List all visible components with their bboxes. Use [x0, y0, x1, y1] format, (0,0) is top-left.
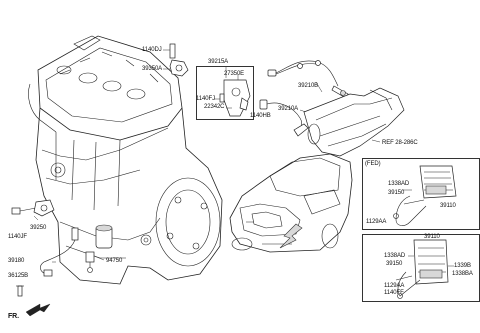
label-36125b: 36125B [8, 273, 29, 279]
label-1339b: 1339B [454, 263, 471, 269]
label-1140fj: 1140FJ [196, 96, 215, 102]
knock-sensor [11, 199, 55, 221]
oxygen-sensor-front [267, 60, 349, 99]
label-1129aa-std: 1129AA [384, 283, 405, 289]
front-direction-arrow [25, 303, 51, 317]
label-1140jf: 1140JF [8, 234, 27, 240]
label-39150-std: 39150 [386, 261, 403, 267]
label-39110-fed: 39110 [440, 203, 456, 209]
label-1338ad-std: 1338AD [384, 253, 406, 259]
reference-label: REF 28-286C [382, 140, 418, 146]
label-39210b: 39210B [298, 83, 319, 89]
vehicle-drawing [229, 153, 353, 253]
oxygen-sensor-rear [259, 99, 309, 137]
engine-drawing [28, 35, 223, 285]
oil-pressure-switch [85, 251, 105, 273]
label-1338ba: 1338BA [452, 271, 473, 277]
label-39215a: 39215A [208, 59, 229, 65]
label-39180: 39180 [8, 258, 25, 264]
label-39350a: 39350A [142, 66, 163, 72]
crankshaft-position-sensor [40, 227, 79, 277]
label-1140ff: 1140FF [384, 290, 404, 296]
label-22342c: 22342C [204, 104, 225, 110]
sensor-kit-box [196, 66, 254, 120]
front-label: FR. [8, 313, 19, 320]
label-1140hb: 1140HB [250, 113, 271, 119]
label-fed: (FED) [365, 161, 381, 167]
ecu-standard [395, 239, 454, 299]
catalytic-converter [303, 87, 405, 157]
label-39210a: 39210A [278, 106, 299, 112]
oxygen-sensor-bracket-group [214, 66, 251, 117]
label-39250: 39250 [30, 225, 47, 231]
label-39110-std: 39110 [424, 234, 440, 240]
label-1140dj: 1140DJ [142, 47, 162, 53]
bolt-36125b [16, 285, 24, 297]
label-1129aa-fed: 1129AA [366, 219, 387, 225]
label-94750: 94750 [106, 258, 123, 264]
ecu-fed [393, 165, 457, 226]
label-27350e: 27350E [224, 71, 245, 77]
label-1338ad-fed: 1338AD [388, 181, 410, 187]
cam-position-sensor [163, 43, 189, 77]
label-39150-fed: 39150 [388, 190, 405, 196]
